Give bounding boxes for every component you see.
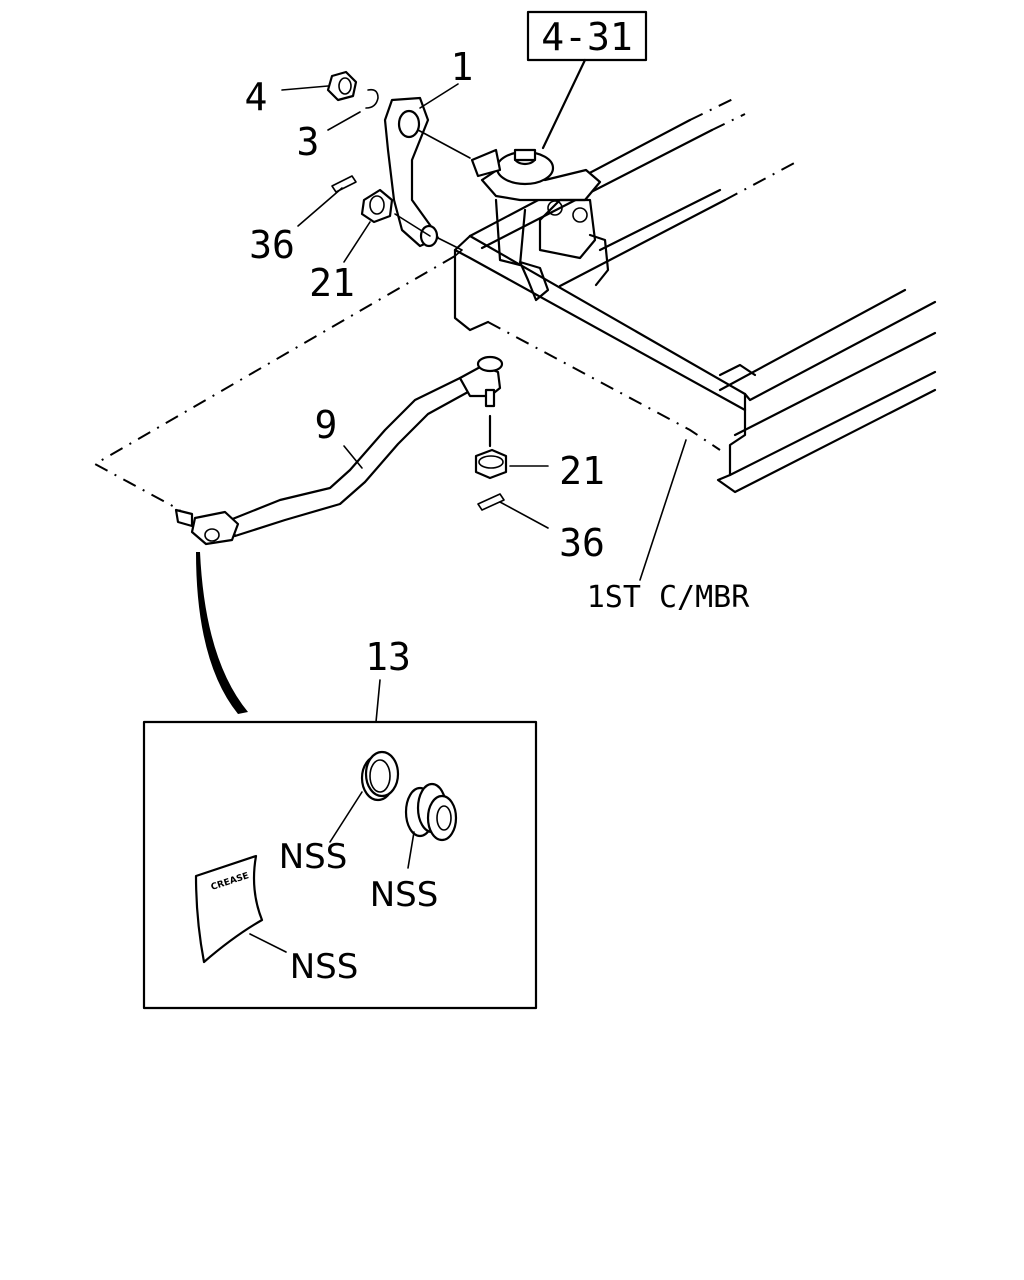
callout-36-lower-leader <box>499 501 549 529</box>
callout-21-upper-leader <box>343 221 371 263</box>
steering-gear-box <box>470 148 610 287</box>
kit-ring: NSS <box>279 750 400 877</box>
callout-9: 9 <box>315 403 338 447</box>
pitman-arm: 1 <box>383 45 474 248</box>
callout-3-leader <box>327 111 361 131</box>
kit-nss-ring: NSS <box>279 837 348 877</box>
kit-grease-packet: CREASE NSS <box>194 854 359 987</box>
reference-leader <box>541 58 587 150</box>
kit-boot: NSS <box>370 782 458 915</box>
reference-box: 4-31 <box>526 10 648 150</box>
cross-member-label-text: 1ST C/MBR <box>587 580 750 615</box>
snap-ring-part-3: 3 <box>297 88 379 164</box>
reference-box-label: 4-31 <box>541 15 633 59</box>
callout-4-leader <box>281 85 329 91</box>
callout-13: 13 <box>365 635 411 679</box>
detail-arrow <box>196 552 248 714</box>
callout-36-upper-leader <box>297 187 343 227</box>
callout-3: 3 <box>297 120 320 164</box>
callout-9-leader <box>343 445 363 469</box>
cotter-pin-lower: 36 <box>477 493 605 565</box>
callout-4: 4 <box>245 75 268 119</box>
cross-member-label: 1ST C/MBR <box>587 439 750 615</box>
frame-cross-member <box>453 97 937 494</box>
cotter-pin-upper: 36 <box>249 175 357 267</box>
castle-nut-lower: 21 <box>474 414 605 493</box>
cross-member-leader <box>639 439 687 581</box>
callout-21-upper: 21 <box>309 261 355 305</box>
kit-nss-grease: NSS <box>290 947 359 987</box>
repair-kit-box: 13 NSS NSS CREASE NSS <box>142 635 538 1010</box>
castle-nut-upper: 21 <box>309 188 394 305</box>
callout-21-lower: 21 <box>559 449 605 493</box>
callout-1: 1 <box>451 45 474 89</box>
callout-1-leader <box>419 83 459 109</box>
callout-36-upper: 36 <box>249 223 295 267</box>
drag-link: 9 <box>92 255 504 546</box>
callout-13-leader <box>375 679 381 723</box>
callout-36-lower: 36 <box>559 521 605 565</box>
kit-nss-boot: NSS <box>370 875 439 915</box>
nut-part-4: 4 <box>245 70 358 119</box>
